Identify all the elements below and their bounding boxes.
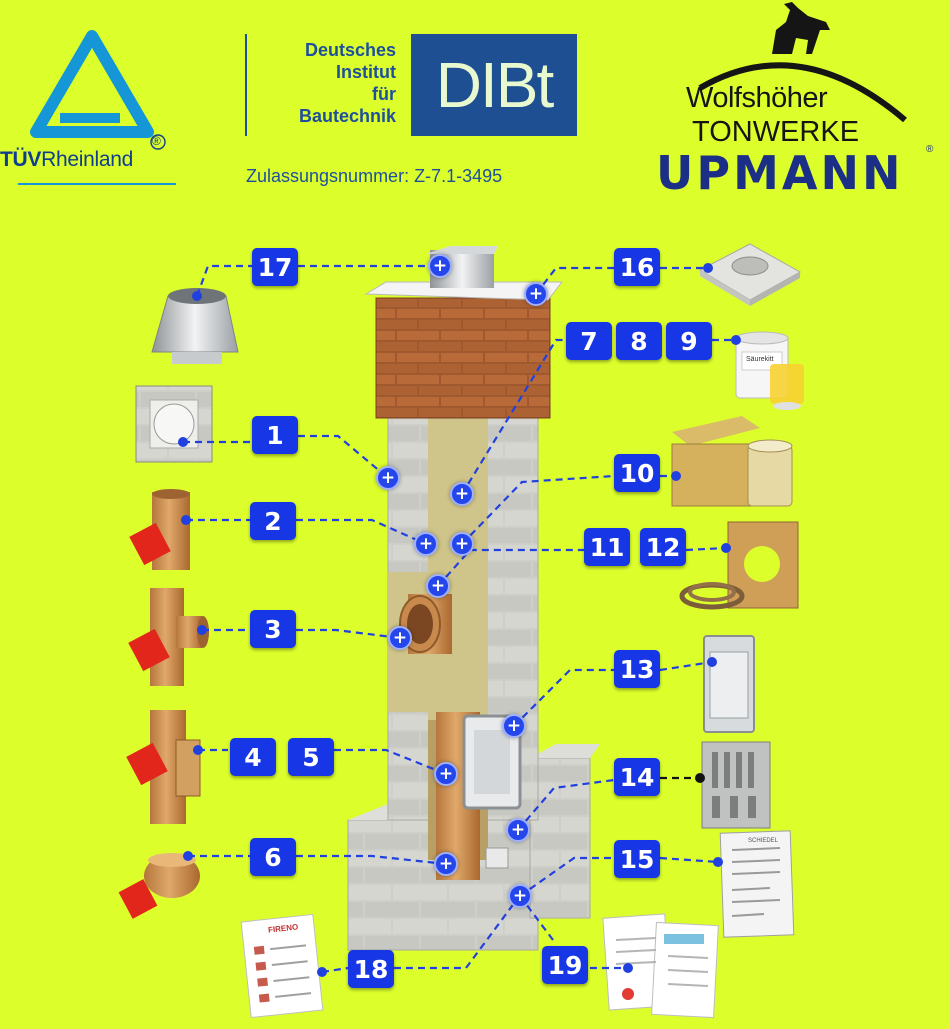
marker-13: +: [502, 714, 526, 738]
ceramic-pipe-icon: [129, 489, 190, 570]
badge-1: 1: [252, 416, 298, 454]
tuv-triangle-logo: [18, 30, 176, 185]
leader-lines: [183, 264, 736, 974]
marker-17: +: [428, 254, 452, 278]
badge-12: 12: [640, 528, 686, 566]
tuv-brand-rest: Rheinland: [41, 148, 133, 171]
badge-10: 10: [614, 454, 660, 492]
badge-6: 6: [250, 838, 296, 876]
badge-14: 14: [614, 758, 660, 796]
marker-11-12: +: [426, 574, 450, 598]
rain-cap-icon: [151, 288, 239, 364]
marker-16: +: [524, 282, 548, 306]
marker-3: +: [388, 626, 412, 650]
marker-1: +: [376, 466, 400, 490]
dibt-line-1: Deutsches: [304, 40, 396, 60]
badge-13: 13: [614, 650, 660, 688]
manual-document-icon: [240, 913, 324, 1019]
badge-11: 11: [584, 528, 630, 566]
dibt-line-2: Institut: [336, 62, 396, 82]
badge-17: 17: [252, 248, 298, 286]
chimney-label-icon: [719, 830, 795, 938]
upmann-registered-mark: ®: [926, 144, 934, 155]
upmann-logo: UPMANN: [656, 146, 904, 200]
marker-14: +: [506, 818, 530, 842]
wolf-logo-icon: [698, 2, 907, 123]
badge-19: 19: [542, 946, 588, 984]
badge-2: 2: [250, 502, 296, 540]
vent-grille-icon: [701, 741, 771, 829]
sealant-kit-icon: [735, 331, 804, 410]
badge-15: 15: [614, 840, 660, 878]
wolfshoeher-line-2: TONWERKE: [692, 116, 860, 148]
dibt-line-4: Bautechnik: [298, 106, 396, 126]
badge-9: 9: [666, 322, 712, 360]
dibt-logo: DIBt: [411, 34, 577, 136]
badge-4: 4: [230, 738, 276, 776]
badge-18: 18: [348, 950, 394, 988]
label-brand-text: SCHIEDEL: [748, 838, 779, 844]
marker-7-8-9: +: [450, 482, 474, 506]
cleanout-door-icon: [703, 635, 755, 733]
marker-4-5: +: [434, 762, 458, 786]
insulation-mat-icon: [671, 416, 793, 507]
cover-plate-icon: [698, 243, 802, 306]
leader-dots: [178, 263, 741, 977]
chimney-block-icon: [135, 385, 213, 463]
condensate-bowl-icon: [118, 853, 200, 919]
sealing-rope-icon: [679, 521, 799, 610]
badge-5: 5: [288, 738, 334, 776]
tuv-registered-mark: ®: [152, 134, 161, 148]
badge-7: 7: [566, 322, 612, 360]
certificate-document-icon: [602, 913, 719, 1019]
tuv-brand-bold: TÜV: [0, 148, 42, 171]
marker-6: +: [434, 852, 458, 876]
marker-2: +: [414, 532, 438, 556]
tuv-brand: TÜVRheinland: [0, 148, 133, 172]
cleanout-pipe-icon: [126, 710, 201, 824]
badge-3: 3: [250, 610, 296, 648]
tee-pipe-icon: [128, 588, 209, 686]
badge-8: 8: [616, 322, 662, 360]
marker-10: +: [450, 532, 474, 556]
marker-15-18-19: +: [508, 884, 532, 908]
approval-number: Zulassungsnummer: Z-7.1-3495: [246, 166, 503, 186]
badge-16: 16: [614, 248, 660, 286]
sealant-label-text: Säurekitt: [746, 356, 774, 363]
dibt-line-3: für: [372, 84, 396, 104]
wolfshoeher-line-1: Wolfshöher: [686, 82, 828, 114]
